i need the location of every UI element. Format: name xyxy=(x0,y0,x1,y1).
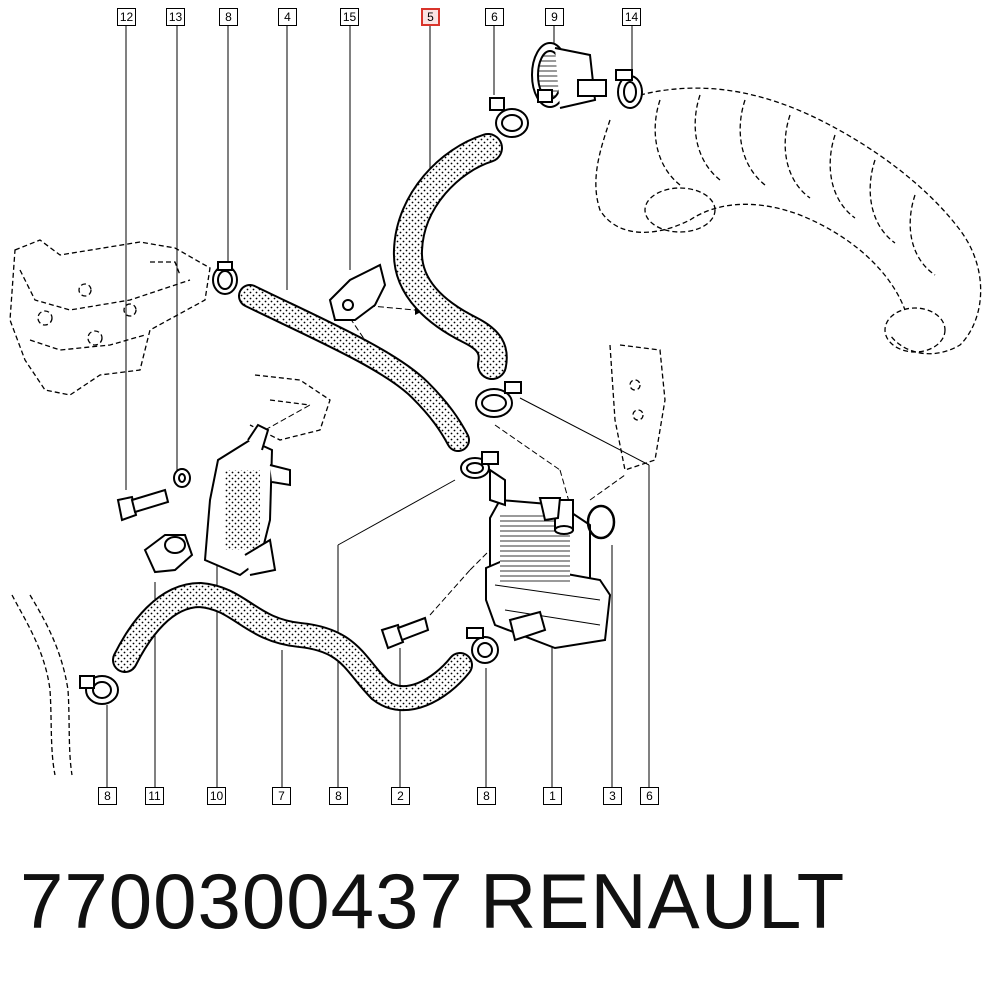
lower-left-pipe-outline xyxy=(11,594,73,776)
bolt-12 xyxy=(116,488,170,522)
bracket-10 xyxy=(203,423,291,577)
callout-8-b3: 8 xyxy=(477,787,496,805)
washer-13 xyxy=(173,468,191,488)
clip-15 xyxy=(328,263,387,321)
callout-9: 9 xyxy=(545,8,564,26)
callout-7: 7 xyxy=(272,787,291,805)
callout-11: 11 xyxy=(145,787,164,805)
callout-5: 5 xyxy=(421,8,440,26)
callout-6-bottom: 6 xyxy=(640,787,659,805)
hose-clamps xyxy=(79,69,643,705)
hose-5 xyxy=(393,133,508,380)
brand-name: RENAULT xyxy=(480,857,846,945)
o-ring-3 xyxy=(586,504,616,540)
clip-11 xyxy=(143,534,194,574)
valve-9 xyxy=(531,42,607,109)
bolt-2 xyxy=(380,616,430,650)
callout-4: 4 xyxy=(278,8,297,26)
callout-3: 3 xyxy=(603,787,622,805)
callout-8-b1: 8 xyxy=(98,787,117,805)
part-number: 7700300437 xyxy=(20,857,464,945)
callout-8-b2: 8 xyxy=(329,787,348,805)
callout-6-top: 6 xyxy=(485,8,504,26)
callout-1: 1 xyxy=(543,787,562,805)
callout-14: 14 xyxy=(622,8,641,26)
oil-separator xyxy=(485,468,612,650)
leader-lines-top xyxy=(125,25,633,490)
engine-bracket-outline xyxy=(9,239,331,441)
callout-12: 12 xyxy=(117,8,136,26)
callout-10: 10 xyxy=(207,787,226,805)
exploded-parts-diagram xyxy=(9,25,982,788)
callout-8-top: 8 xyxy=(219,8,238,26)
assembly-guides xyxy=(264,304,626,616)
hose-4 xyxy=(238,284,470,452)
hose-7 xyxy=(112,581,473,712)
callout-15: 15 xyxy=(340,8,359,26)
callout-2: 2 xyxy=(391,787,410,805)
callout-13: 13 xyxy=(166,8,185,26)
intake-duct-outline xyxy=(595,87,982,471)
